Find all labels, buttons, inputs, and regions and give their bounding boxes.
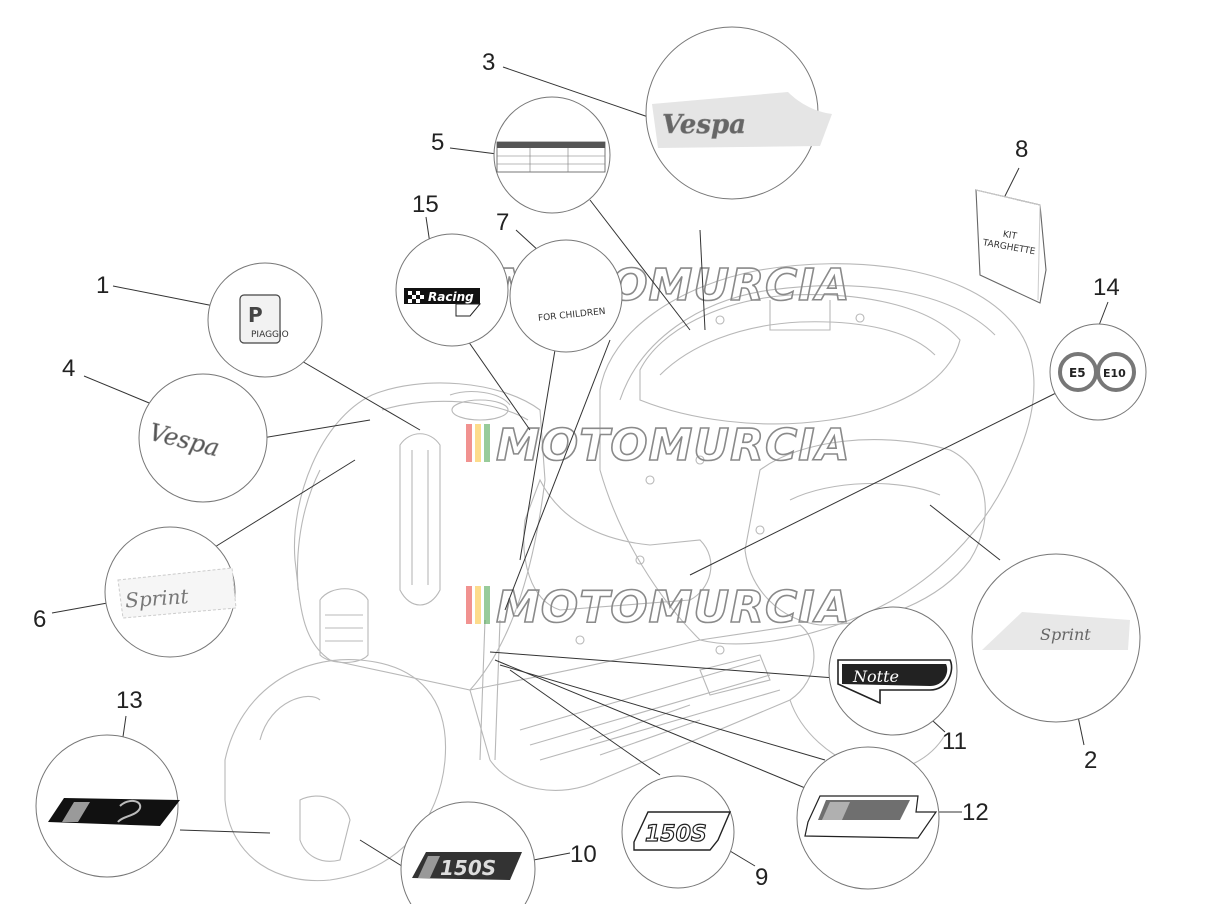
leader-lines [51, 66, 1109, 869]
callout-150s-dark: 150S [400, 801, 536, 904]
svg-text:MOTOMURCIA: MOTOMURCIA [496, 582, 851, 633]
label-6: 6 [33, 606, 46, 633]
label-4: 4 [62, 355, 75, 382]
scooter-outline [224, 263, 1035, 882]
label-3: 3 [482, 49, 495, 76]
callout-sprint-side: Sprint [971, 553, 1141, 723]
svg-text:Vespa: Vespa [662, 110, 746, 140]
callout-emblem-piaggio: P PIAGGIO [207, 262, 323, 378]
label-5: 5 [431, 129, 444, 156]
watermark-bottom: MOTOMURCIA [466, 581, 851, 634]
svg-text:150S: 150S [440, 856, 496, 880]
callout-sprint-badge: Sprint [104, 526, 237, 658]
label-11: 11 [942, 728, 967, 755]
part-number-labels: 1 2 3 4 5 6 7 8 9 10 11 12 13 14 15 [33, 49, 1120, 891]
label-10: 10 [570, 841, 597, 868]
label-12: 12 [962, 799, 989, 826]
label-7: 7 [496, 209, 509, 236]
svg-text:MOTOMURCIA: MOTOMURCIA [496, 420, 851, 471]
svg-text:E10: E10 [1103, 367, 1126, 380]
svg-text:PIAGGIO: PIAGGIO [251, 330, 289, 340]
svg-text:Notte: Notte [852, 667, 899, 686]
svg-text:150S: 150S [645, 822, 707, 847]
callout-vespa-logo: Vespa [138, 373, 268, 503]
callout-150s-outline: 150S [621, 775, 735, 889]
callout-tyre-label [493, 96, 611, 214]
label-15: 15 [412, 191, 439, 218]
callout-children-label: FOR CHILDREN [509, 239, 623, 353]
callout-notte-badge: Notte [828, 606, 958, 736]
label-2: 2 [1084, 747, 1097, 774]
label-1: 1 [96, 272, 109, 299]
callout-racing-badge: Racing [395, 233, 509, 347]
label-14: 14 [1093, 274, 1120, 301]
svg-text:E5: E5 [1069, 366, 1086, 380]
callout-150s-grey [796, 746, 940, 890]
label-9: 9 [755, 864, 768, 891]
svg-text:P: P [248, 303, 263, 327]
label-8: 8 [1015, 136, 1028, 163]
callout-vespa-large: Vespa [645, 26, 832, 200]
label-13: 13 [116, 687, 143, 714]
kit-targhette-bag: KIT TARGHETTE [975, 189, 1047, 304]
svg-text:Sprint: Sprint [124, 584, 190, 612]
callout-fuel-e5-e10: E5 E10 [1049, 323, 1147, 421]
svg-text:KIT: KIT [1002, 230, 1018, 242]
svg-text:Racing: Racing [428, 290, 474, 304]
watermark-middle: MOTOMURCIA [466, 419, 851, 472]
svg-text:Sprint: Sprint [1040, 625, 1091, 644]
callout-150s-black [35, 734, 180, 878]
